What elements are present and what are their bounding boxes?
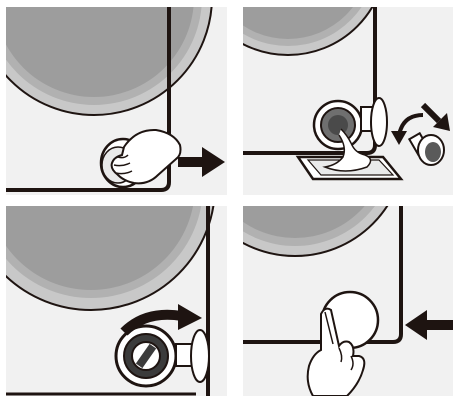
step-3-illustration (6, 206, 227, 396)
step-4-panel (243, 206, 453, 396)
drain-port (314, 101, 362, 149)
drain-cover-open (176, 330, 209, 382)
curved-arrow-head (391, 131, 407, 145)
door-drum (6, 206, 215, 310)
drain-filter-icon (409, 133, 444, 165)
step-1-panel (6, 7, 227, 195)
arrow-down-right-icon (423, 105, 450, 131)
door-drum (243, 206, 405, 256)
door-drum (243, 7, 386, 55)
step-3-panel (6, 206, 227, 396)
step-2-panel (243, 7, 453, 195)
arrow-right-icon (178, 147, 225, 177)
step-1-illustration (6, 7, 227, 195)
drain-filter-icon (116, 326, 176, 386)
drain-cover-open (361, 98, 387, 146)
door-drum (6, 7, 212, 115)
step-2-illustration (243, 7, 453, 195)
step-4-illustration (243, 206, 453, 396)
arrow-left-icon (405, 310, 453, 340)
curved-arrow-head (178, 304, 202, 330)
